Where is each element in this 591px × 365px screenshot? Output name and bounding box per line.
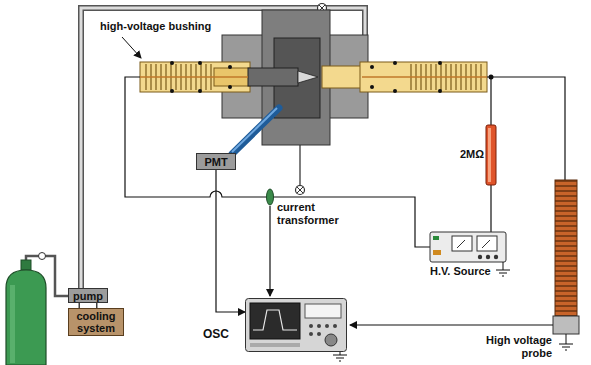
node-heading: OSC: [203, 328, 229, 340]
resistor-value: 2MΩ: [452, 148, 484, 161]
oscilloscope: OSC: [245, 298, 347, 352]
current-transformer-symbol: [267, 189, 274, 205]
plane-electrode: [322, 66, 362, 88]
node-text: pump: [71, 290, 105, 302]
connector: [216, 170, 245, 312]
gas-cylinder: [6, 270, 46, 365]
node-text: cooling system: [69, 310, 123, 334]
ground-symbol: [559, 344, 573, 350]
part-label: current transformer: [277, 201, 351, 227]
leader-line: [122, 37, 141, 58]
return-wire: [125, 77, 430, 247]
outlet-pipe: [299, 145, 301, 186]
valve: [39, 253, 46, 260]
oscilloscope-symbol: [245, 298, 347, 352]
probe-signal-wire: [350, 324, 553, 325]
hv-source-symbol: [430, 232, 506, 262]
probe-wire: [487, 77, 565, 180]
ground-symbol: [496, 270, 510, 276]
pmt-box: PMT: [196, 153, 236, 170]
needle-electrode: [248, 68, 298, 86]
ground-symbol: [333, 355, 347, 361]
left-bushing: [140, 62, 250, 92]
signal-wire: [269, 206, 270, 296]
probe-body: [553, 316, 579, 334]
cooling-box: cooling system: [68, 308, 124, 336]
cylinder-valve: [21, 260, 31, 270]
pump-box: pump: [68, 288, 108, 303]
part-label: H.V. Source: [430, 265, 502, 278]
pmt-light-guide: [232, 108, 279, 154]
right-bushing: [360, 62, 487, 92]
valve: [296, 186, 305, 195]
node-text: PMT: [202, 156, 229, 168]
circulation-pipe: [81, 8, 365, 288]
part-label: high-voltage bushing: [100, 20, 230, 33]
probe-coil: [555, 180, 577, 316]
resistor-symbol: [486, 125, 496, 185]
part-label: High voltage probe: [468, 334, 552, 360]
